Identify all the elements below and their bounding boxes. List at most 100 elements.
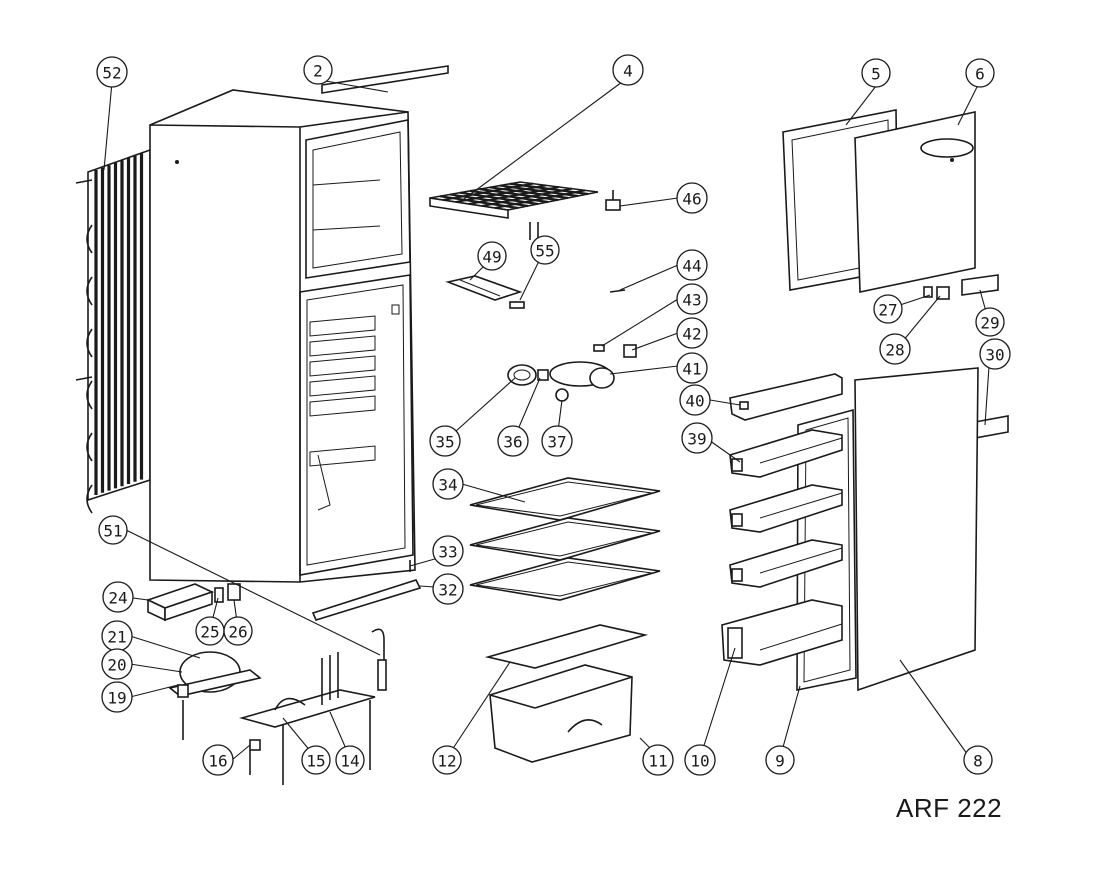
callout-number: 37 xyxy=(547,433,566,452)
callout-circle xyxy=(223,616,253,646)
callout-circle xyxy=(301,745,331,775)
callout-circle xyxy=(963,745,993,775)
callout-number: 25 xyxy=(200,623,219,642)
fridge-door xyxy=(854,367,979,692)
thermostat-lamp-assembly xyxy=(507,361,615,402)
callout-26: 26 xyxy=(223,616,253,646)
condenser-coil xyxy=(75,148,151,514)
door-shelves xyxy=(721,373,843,666)
callout-number: 24 xyxy=(108,589,127,608)
callout-number: 39 xyxy=(687,430,706,449)
callout-number: 33 xyxy=(438,543,457,562)
callout-40: 40 xyxy=(679,384,711,416)
callout-circle xyxy=(965,58,995,88)
callout-circle xyxy=(335,745,365,775)
callout-number: 26 xyxy=(228,623,247,642)
callout-number: 55 xyxy=(535,242,554,261)
callout-circle xyxy=(96,56,128,88)
callout-12: 12 xyxy=(432,745,462,775)
callout-20: 20 xyxy=(101,648,133,680)
callout-number: 40 xyxy=(685,392,704,411)
callout-circle xyxy=(676,283,708,315)
callout-number: 21 xyxy=(107,628,126,647)
callout-9: 9 xyxy=(765,745,795,775)
callout-19: 19 xyxy=(101,681,133,713)
callout-36: 36 xyxy=(497,425,529,457)
callout-circle xyxy=(975,307,1005,337)
callout-37: 37 xyxy=(541,425,573,457)
callout-number: 14 xyxy=(340,752,359,771)
callout-29: 29 xyxy=(975,307,1005,337)
callout-circle xyxy=(676,317,708,349)
callout-circle xyxy=(684,744,716,776)
callout-51: 51 xyxy=(98,515,128,545)
callout-circle xyxy=(432,468,464,500)
callout-14: 14 xyxy=(335,745,365,775)
callout-circle xyxy=(101,681,133,713)
callout-49: 49 xyxy=(477,241,507,271)
callout-2: 2 xyxy=(303,55,333,85)
callout-circle xyxy=(676,249,708,281)
callout-circle xyxy=(477,241,507,271)
callout-number: 16 xyxy=(208,752,227,771)
callout-circle xyxy=(861,58,891,88)
callout-27: 27 xyxy=(873,294,903,324)
callout-number: 32 xyxy=(438,581,457,600)
callout-circle xyxy=(676,352,708,384)
callout-16: 16 xyxy=(202,744,234,776)
callout-circle xyxy=(497,425,529,457)
callout-32: 32 xyxy=(432,573,464,605)
callout-number: 5 xyxy=(871,65,881,84)
crisper-cover xyxy=(484,624,649,669)
callout-30: 30 xyxy=(979,338,1011,370)
callout-circle xyxy=(879,333,911,365)
callout-11: 11 xyxy=(642,744,674,776)
top-trim xyxy=(321,65,449,94)
callout-number: 12 xyxy=(437,752,456,771)
callout-number: 34 xyxy=(438,476,457,495)
callout-circle xyxy=(676,182,708,214)
callout-21: 21 xyxy=(101,620,133,652)
callout-circle xyxy=(530,235,560,265)
callout-number: 35 xyxy=(435,433,454,452)
callout-number: 46 xyxy=(682,190,701,209)
callout-number: 49 xyxy=(482,248,501,267)
callout-circle xyxy=(102,581,134,613)
small-parts xyxy=(593,190,637,358)
callout-circle xyxy=(765,745,795,775)
callout-15: 15 xyxy=(301,745,331,775)
callout-number: 27 xyxy=(878,301,897,320)
callout-number: 43 xyxy=(682,291,701,310)
callout-42: 42 xyxy=(676,317,708,349)
callout-number: 11 xyxy=(648,752,667,771)
callout-circle xyxy=(979,338,1011,370)
callout-4: 4 xyxy=(612,54,644,86)
callout-circle xyxy=(101,648,133,680)
callout-number: 9 xyxy=(775,752,785,771)
callout-circle xyxy=(303,55,333,85)
model-number: ARF 222 xyxy=(896,793,1003,823)
callout-46: 46 xyxy=(676,182,708,214)
cabinet-body xyxy=(149,89,416,583)
callout-25: 25 xyxy=(195,616,225,646)
evaporator-bracket xyxy=(445,222,539,309)
callout-55: 55 xyxy=(530,235,560,265)
callout-circle xyxy=(432,535,464,567)
callout-circle xyxy=(432,745,462,775)
callout-33: 33 xyxy=(432,535,464,567)
callout-number: 20 xyxy=(107,656,126,675)
callout-number: 44 xyxy=(682,257,701,276)
callout-number: 41 xyxy=(682,360,701,379)
callout-number: 42 xyxy=(682,325,701,344)
callout-circle xyxy=(679,384,711,416)
callout-number: 51 xyxy=(103,522,122,541)
callout-number: 19 xyxy=(107,689,126,708)
callout-circle xyxy=(429,425,461,457)
callout-circle xyxy=(541,425,573,457)
hinge-parts-upper xyxy=(923,274,999,300)
callout-number: 2 xyxy=(313,62,323,81)
callout-circle xyxy=(432,573,464,605)
callout-number: 8 xyxy=(973,752,983,771)
callout-number: 30 xyxy=(985,346,1004,365)
